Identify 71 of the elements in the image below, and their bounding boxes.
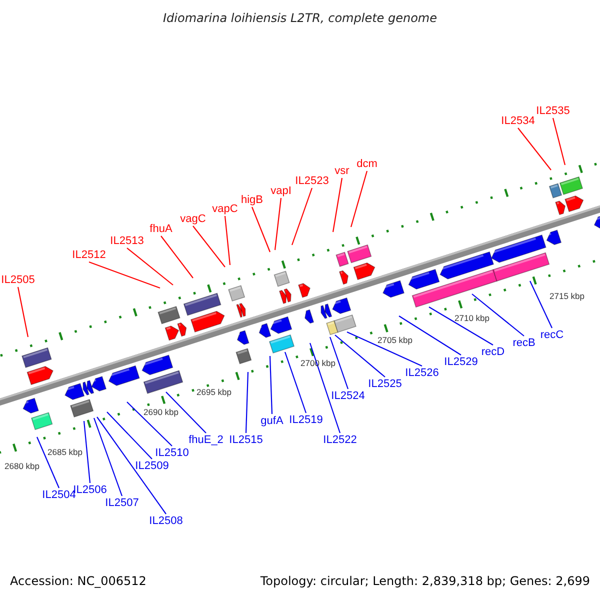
gene-label: gufA	[260, 415, 284, 427]
leader-line	[309, 342, 341, 434]
leader-line	[350, 170, 368, 228]
gene-label: higB	[240, 194, 264, 206]
gene-label: IL2519	[289, 414, 323, 426]
leader-line	[291, 188, 313, 246]
leader-line	[166, 392, 206, 434]
leader-line	[36, 436, 60, 488]
gene-label: IL2515	[229, 434, 263, 446]
gene-label: IL2510	[155, 447, 189, 459]
gene-label: IL2507	[105, 497, 139, 509]
gene-label: IL2509	[135, 460, 169, 472]
gene-label: IL2529	[444, 356, 478, 368]
gene-label: IL2522	[323, 434, 357, 446]
gene-label: IL2523	[295, 175, 329, 187]
leader-line	[126, 248, 174, 286]
gene-label: vapI	[270, 185, 292, 197]
gene-label: fhuE_2	[188, 434, 224, 446]
scale-label: 2710 kbp	[454, 313, 490, 323]
leader-line	[192, 226, 226, 268]
leader-line	[83, 420, 91, 484]
leader-line	[93, 418, 123, 496]
leader-line	[251, 206, 271, 252]
leader-line	[17, 286, 29, 338]
leader-line	[552, 118, 566, 166]
leader-line	[332, 178, 343, 232]
leader-line	[126, 402, 172, 446]
leader-line	[518, 128, 552, 170]
gene-label: vagC	[180, 213, 206, 225]
gene-label: recD	[481, 346, 505, 358]
gene-label: IL2526	[405, 367, 439, 379]
gene-label: recB	[512, 337, 536, 349]
leader-line	[224, 216, 231, 266]
gene-label: recC	[540, 329, 564, 341]
gene-label: IL2525	[368, 378, 402, 390]
leader-line	[530, 280, 552, 328]
scale-label: 2690 kbp	[144, 407, 178, 417]
gene-label: vsr	[334, 165, 350, 177]
leader-line	[428, 306, 494, 346]
leader-line	[106, 412, 152, 460]
gene-label: IL2504	[42, 489, 76, 501]
leader-line	[398, 316, 462, 356]
scale-label: 2715 kbp	[550, 291, 584, 301]
gene-label: dcm	[356, 158, 378, 170]
gene-label: fhuA	[150, 223, 172, 235]
leader-line	[160, 236, 194, 278]
leader-line	[269, 356, 273, 414]
leader-line	[346, 332, 422, 366]
gene-label: IL2512	[72, 249, 106, 261]
leader-line	[334, 334, 386, 378]
gene-label: IL2508	[149, 515, 183, 527]
gene-label: vapC	[212, 203, 238, 215]
gene-label: IL2505	[1, 274, 35, 286]
leader-line	[274, 198, 282, 250]
scale-label: 2695 kbp	[196, 387, 232, 397]
scale-label: 2685 kbp	[48, 447, 82, 457]
footer-text: Accession: NC_006512	[10, 574, 146, 588]
gene-label: IL2524	[331, 390, 365, 402]
scale-label: 2680 kbp	[4, 461, 40, 471]
leader-line	[96, 416, 166, 514]
title: Idiomarina loihiensis L2TR, complete genome	[163, 11, 437, 25]
gene-label: IL2513	[110, 235, 144, 247]
leader-line	[284, 352, 307, 414]
leader-line	[88, 261, 160, 289]
gene-label: IL2535	[536, 105, 570, 117]
gene-label: IL2534	[501, 115, 535, 127]
leader-line	[329, 336, 349, 390]
scale-label: 2705 kbp	[378, 335, 412, 345]
leader-line	[245, 372, 249, 434]
footer-text: Topology: circular; Length: 2,839,318 bp; Genes: 2,699	[260, 574, 590, 588]
leader-line	[472, 294, 524, 336]
